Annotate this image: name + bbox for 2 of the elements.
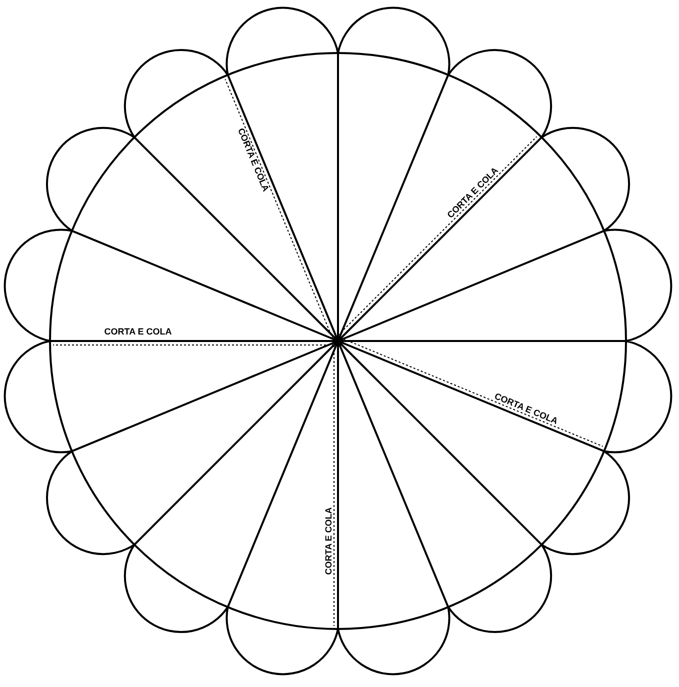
- cut-and-glue-label: CORTA E COLA: [104, 328, 172, 336]
- cut-and-glue-label: CORTA E COLA: [324, 507, 334, 575]
